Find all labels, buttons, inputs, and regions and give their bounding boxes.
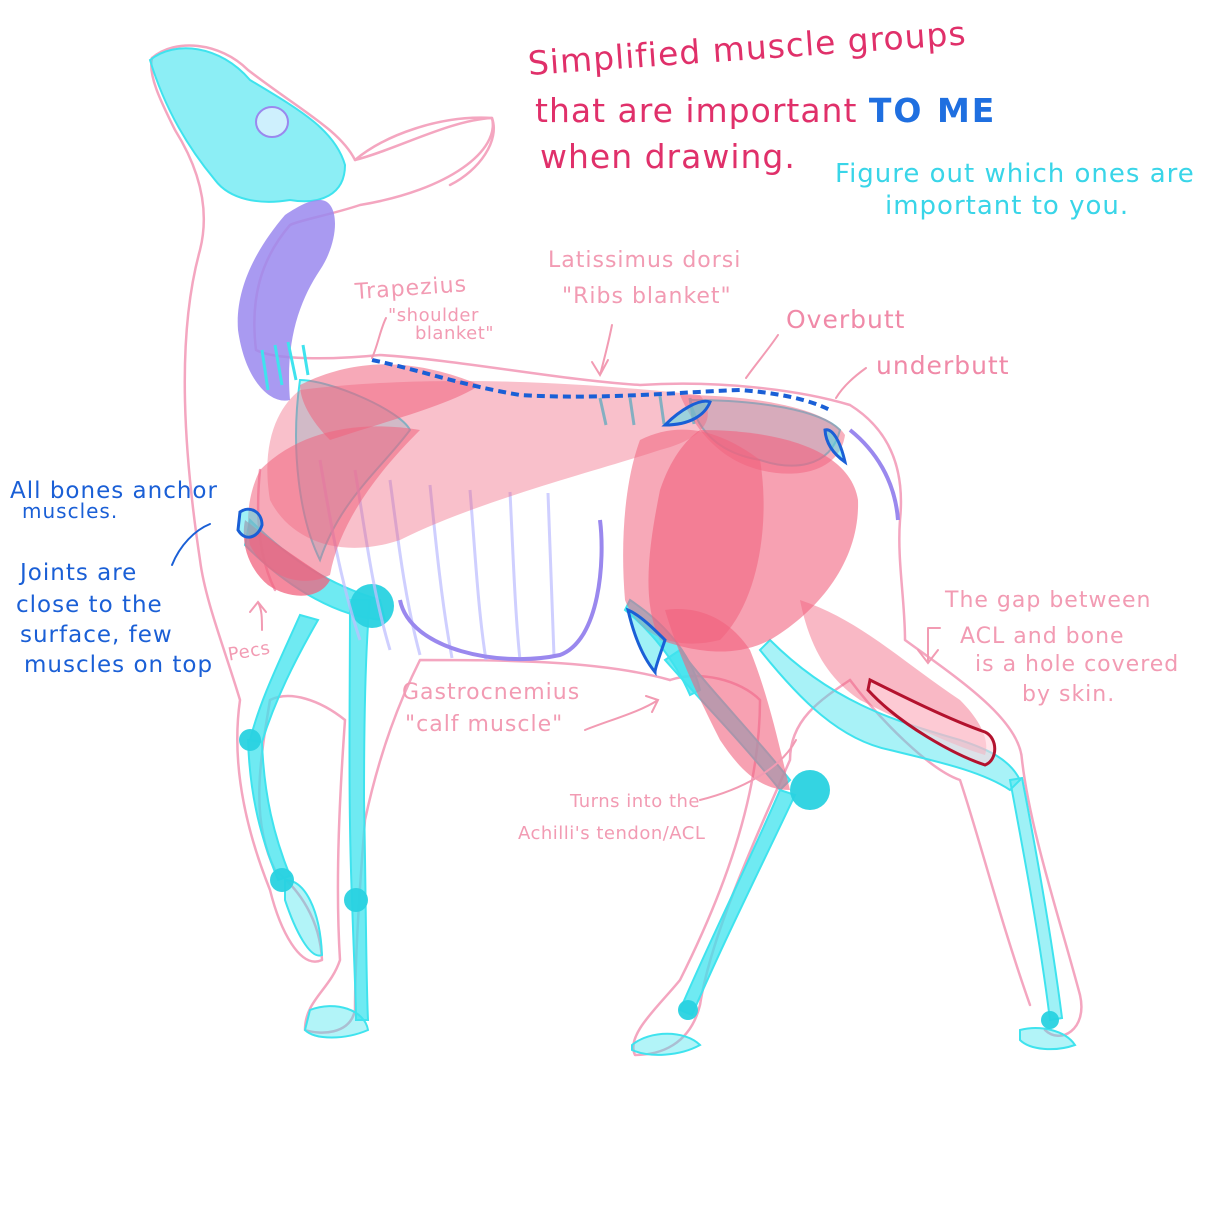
gastrocnemius-leader xyxy=(584,695,660,731)
achilles-leader xyxy=(699,739,797,801)
joints-leader xyxy=(171,523,211,566)
leader-lines xyxy=(249,317,941,801)
latissimus-label: Latissimus dorsi xyxy=(548,248,742,273)
title-line-3: when drawing. xyxy=(540,137,796,176)
spine-processes xyxy=(260,341,696,426)
joints-note-line-4: muscles on top xyxy=(24,652,214,678)
hind-metatarsal-far xyxy=(1008,776,1064,1022)
subtitle-line-1: Figure out which ones are xyxy=(835,159,1195,189)
knee-anchor xyxy=(625,607,667,677)
bones-note-line-1: All bones anchor xyxy=(10,478,218,504)
spine-anchor-line xyxy=(371,358,831,412)
blue-leader-lines xyxy=(171,523,211,566)
thigh-muscle xyxy=(623,429,764,644)
acl-gap-hole xyxy=(866,677,997,767)
hind-hoof-near xyxy=(631,1032,702,1056)
trapezius-nickname-2: blanket" xyxy=(415,323,495,344)
joint-caps xyxy=(239,584,1059,1029)
rump-anchor xyxy=(823,428,848,466)
eye-socket xyxy=(255,106,289,138)
joints-note-line-1: Joints are xyxy=(20,560,138,586)
front-leg-back-bone xyxy=(348,599,372,1021)
gap-note-line-4: by skin. xyxy=(1022,682,1116,707)
gastrocnemius-label: Gastrocnemius xyxy=(402,680,581,705)
overbutt-label: Overbutt xyxy=(786,305,906,334)
shoulder-anchor xyxy=(236,507,264,539)
front-leg-front-bone xyxy=(248,613,320,744)
pec-muscle xyxy=(243,520,330,596)
gastrocnemius-nickname: "calf muscle" xyxy=(405,712,564,737)
belly-line xyxy=(398,519,604,662)
title-line-2: that are important TO ME xyxy=(535,92,996,130)
gap-leader xyxy=(917,627,941,665)
joints-note-line-2: close to the xyxy=(16,592,163,618)
pecs-leader xyxy=(249,600,267,631)
joints-note-line-3: surface, few xyxy=(20,622,173,648)
overbutt-leader xyxy=(745,334,779,379)
gap-note-line-1: The gap between xyxy=(945,588,1152,613)
subtitle-line-2: important to you. xyxy=(885,191,1130,221)
skull xyxy=(148,47,347,203)
hip-anchor xyxy=(661,399,712,427)
achilles-note-line-2: Achilli's tendon/ACL xyxy=(518,823,706,844)
gap-note-line-3: is a hole covered xyxy=(975,652,1180,677)
anchor-points xyxy=(236,399,848,677)
neck-muscle xyxy=(237,200,335,401)
trapezius-leader xyxy=(371,317,387,359)
ribcage xyxy=(318,459,556,661)
achilles-note-line-1: Turns into the xyxy=(570,791,701,812)
trapezius-muscle xyxy=(300,364,480,440)
front-hoof-near xyxy=(303,1005,370,1039)
gastrocnemius-muscle xyxy=(665,609,790,790)
trapezius-nickname-1: "shoulder xyxy=(388,305,479,326)
gap-note-line-2: ACL and bone xyxy=(960,624,1125,649)
underbutt-label: underbutt xyxy=(876,351,1010,380)
latissimus-muscle xyxy=(267,380,708,548)
hind-hoof-far xyxy=(1019,1027,1077,1051)
latissimus-leader xyxy=(591,324,613,378)
bones-note-line-2: muscles. xyxy=(22,499,119,523)
front-hoof-far xyxy=(284,878,324,957)
title-emphasis: TO ME xyxy=(868,91,997,130)
shoulder-muscle xyxy=(248,426,420,581)
title-line-2-text: that are important xyxy=(535,91,858,130)
latissimus-nickname: "Ribs blanket" xyxy=(562,284,732,309)
underbutt-leader xyxy=(835,367,867,399)
tail xyxy=(848,428,900,521)
